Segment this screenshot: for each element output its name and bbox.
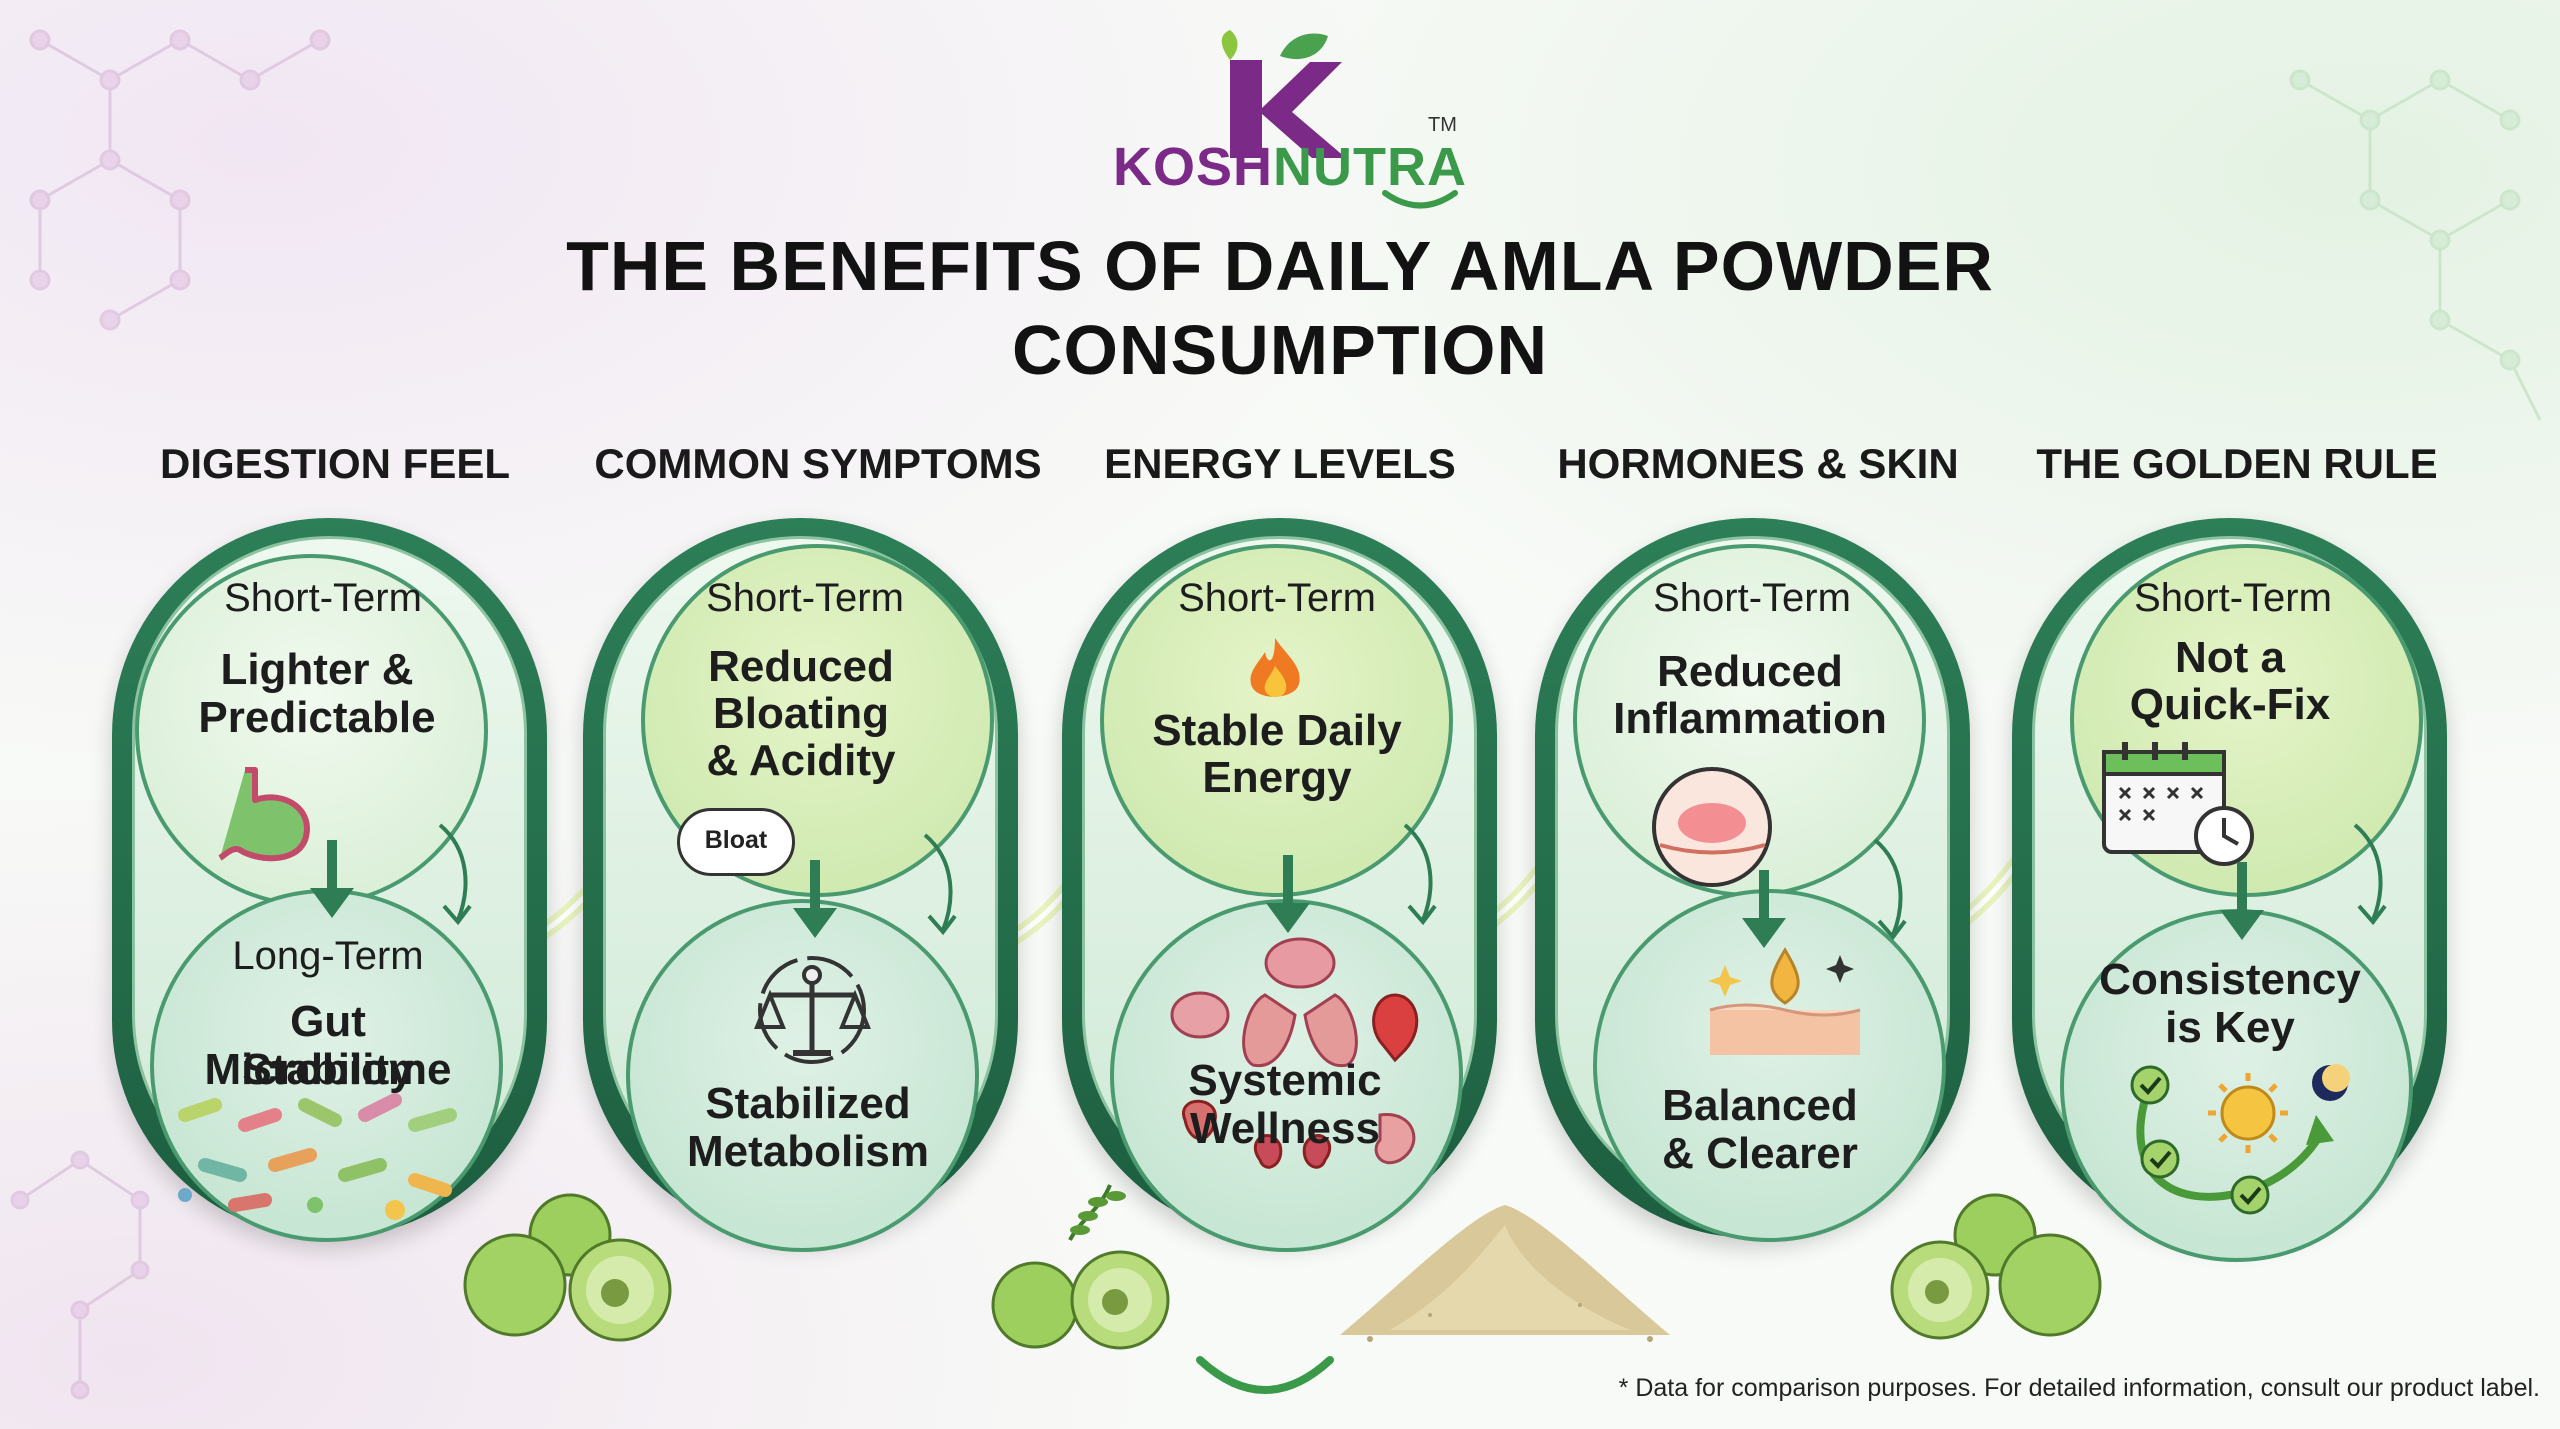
long-term-text-line2: Wellness	[1190, 1104, 1380, 1153]
column-heading-hormones: HORMONES & SKIN	[1557, 440, 1959, 487]
bloat-bubble-icon: Bloat	[677, 808, 795, 876]
arrow-down-icon	[2220, 862, 2264, 940]
brand-name-part2: NUTRA	[1273, 137, 1467, 197]
short-term-text-line1: Not a	[2175, 633, 2285, 682]
short-term-text-line2: Energy	[1202, 753, 1352, 802]
skin-drop-icon	[1708, 947, 1861, 1055]
calendar-clock-icon	[2102, 742, 2254, 866]
amla-fruits-right-icon	[1890, 1193, 2102, 1340]
amla-powder-pile-icon	[1340, 1205, 1670, 1342]
curved-arrow-icon	[923, 833, 957, 936]
long-term-text-line1: Systemic	[1188, 1056, 1382, 1105]
brand-smile-icon	[1382, 190, 1458, 209]
long-term-text-line1: Stabilized	[705, 1079, 911, 1128]
long-term-circle	[2060, 909, 2413, 1262]
smile-curve-icon	[1196, 1356, 1334, 1394]
short-term-text-line1: Stable Daily	[1152, 706, 1402, 755]
short-term-text-line2: Inflammation	[1613, 694, 1887, 743]
column-heading-digestion: DIGESTION FEEL	[159, 440, 511, 487]
day-night-cycle-icon	[2130, 1064, 2350, 1215]
brand-name: KOSHNUTRA	[1090, 136, 1490, 198]
balance-scale-icon	[754, 956, 871, 1064]
flame-icon	[1250, 638, 1300, 698]
short-term-text-line2: Bloating	[713, 689, 889, 738]
column-heading-symptoms: COMMON SYMPTOMS	[594, 440, 1042, 487]
long-term-text-line1: Balanced	[1662, 1081, 1858, 1130]
arrow-down-icon	[310, 840, 354, 918]
brand-logo	[1221, 30, 1346, 158]
column-heading-golden-rule: THE GOLDEN RULE	[2036, 440, 2438, 487]
short-term-text-line3: & Acidity	[706, 736, 896, 785]
short-term-text-line1: Lighter &	[220, 645, 414, 694]
stomach-icon	[218, 767, 310, 862]
short-term-label: Short-Term	[706, 576, 904, 620]
short-term-label: Short-Term	[1178, 576, 1376, 620]
trademark-mark: TM	[1428, 114, 1457, 136]
short-term-label: Short-Term	[224, 576, 422, 620]
long-term-circle	[626, 899, 979, 1252]
column-heading-energy: ENERGY LEVELS	[1104, 440, 1456, 487]
arrow-down-icon	[1266, 855, 1310, 933]
curved-arrow-icon	[1403, 823, 1437, 926]
long-term-circle	[1593, 889, 1946, 1242]
long-term-circle	[1110, 899, 1463, 1252]
short-term-circle	[135, 554, 488, 907]
amla-fruits-center-icon	[991, 1184, 1170, 1350]
page-title: THE BENEFITS OF DAILY AMLA POWDER CONSUM…	[380, 224, 2180, 392]
long-term-text-line1: Consistency	[2099, 955, 2361, 1004]
pill-inner	[1555, 536, 1950, 1242]
short-term-text-line1: Reduced	[708, 642, 894, 691]
pill-inner	[603, 536, 998, 1252]
page-title-line1: THE BENEFITS OF DAILY AMLA POWDER	[566, 227, 1994, 305]
short-term-text-line2: Quick-Fix	[2129, 680, 2331, 729]
inflamed-skin-icon	[1652, 767, 1772, 887]
curved-arrow-icon	[2353, 823, 2387, 926]
long-term-label: Long-Term	[232, 934, 424, 978]
short-term-circle	[1100, 544, 1453, 897]
arrow-down-icon	[1742, 870, 1786, 948]
pill-symptoms	[583, 518, 1018, 1252]
brand-name-part1: KOSH	[1113, 137, 1274, 197]
gut-bacteria-icon	[178, 1093, 457, 1220]
long-term-text-line2: & Clearer	[1662, 1129, 1858, 1178]
long-term-text-line2: Stability	[242, 1045, 414, 1094]
short-term-text-line2: Predictable	[198, 693, 436, 742]
curved-arrow-icon	[438, 823, 472, 926]
long-term-text-line2: is Key	[2165, 1003, 2295, 1052]
page-title-line2: CONSUMPTION	[1012, 311, 1548, 389]
short-term-label: Short-Term	[2134, 576, 2332, 620]
long-term-text-line2: Metabolism	[686, 1127, 930, 1176]
short-term-label: Short-Term	[1653, 576, 1851, 620]
short-term-text-line1: Reduced	[1657, 647, 1843, 696]
organs-icon	[1170, 937, 1419, 1169]
amla-fruits-left-icon	[463, 1193, 672, 1342]
arrow-down-icon	[793, 860, 837, 938]
long-term-text-line1: Gut Microbiome	[204, 997, 452, 1094]
curved-arrow-icon	[1873, 838, 1907, 941]
footnote: * Data for comparison purposes. For deta…	[1618, 1374, 2540, 1402]
pill-energy	[1062, 518, 1497, 1252]
